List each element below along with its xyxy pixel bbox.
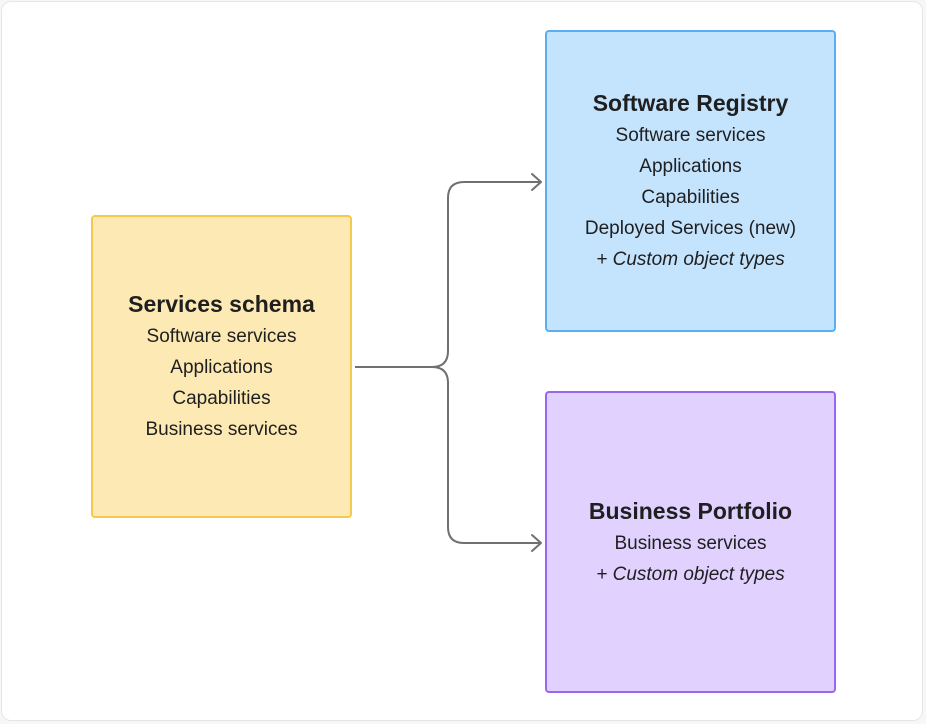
software-registry-item: Deployed Services (new)	[584, 218, 797, 239]
services-schema-item: Software services	[146, 326, 297, 347]
business-portfolio-item: Business services	[614, 532, 767, 554]
services-schema-item: Business services	[145, 419, 298, 440]
software-registry-box[interactable]: Software Registry Software services Appl…	[545, 30, 836, 332]
software-registry-item: Software services	[615, 125, 766, 146]
business-portfolio-box[interactable]: Business Portfolio Business services + C…	[545, 391, 836, 693]
services-schema-title: Services schema	[128, 291, 315, 317]
software-registry-item: Capabilities	[641, 187, 740, 208]
services-schema-item: Capabilities	[172, 388, 271, 409]
services-schema-item: Applications	[170, 357, 273, 378]
business-portfolio-custom-types: + Custom object types	[596, 563, 785, 585]
services-schema-box[interactable]: Services schema Software services Applic…	[91, 215, 352, 518]
business-portfolio-title: Business Portfolio	[588, 497, 793, 524]
software-registry-item: Applications	[639, 156, 742, 177]
software-registry-custom-types: + Custom object types	[596, 249, 785, 270]
software-registry-title: Software Registry	[592, 90, 789, 116]
